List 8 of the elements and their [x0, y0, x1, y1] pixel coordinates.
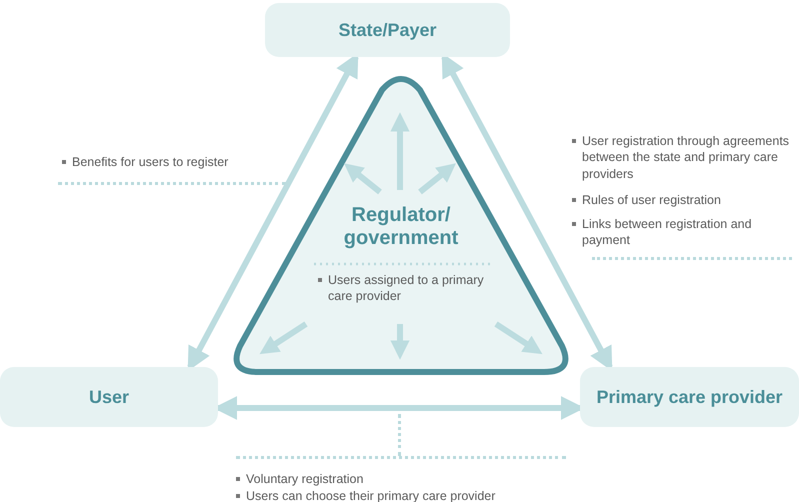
bullet-note: User registration through agreements between the state and primary care providers — [572, 133, 797, 182]
actor-box: Primary care provider — [580, 367, 799, 427]
bullet-note: Links between registration and payment — [572, 216, 797, 248]
bullet-note: Rules of user registration — [572, 192, 797, 208]
bullet-note: Benefits for users to register — [62, 154, 292, 170]
bullet-note: Voluntary registration — [236, 471, 576, 488]
actor-box: User — [0, 367, 218, 427]
actor-box: State/Payer — [265, 3, 510, 57]
